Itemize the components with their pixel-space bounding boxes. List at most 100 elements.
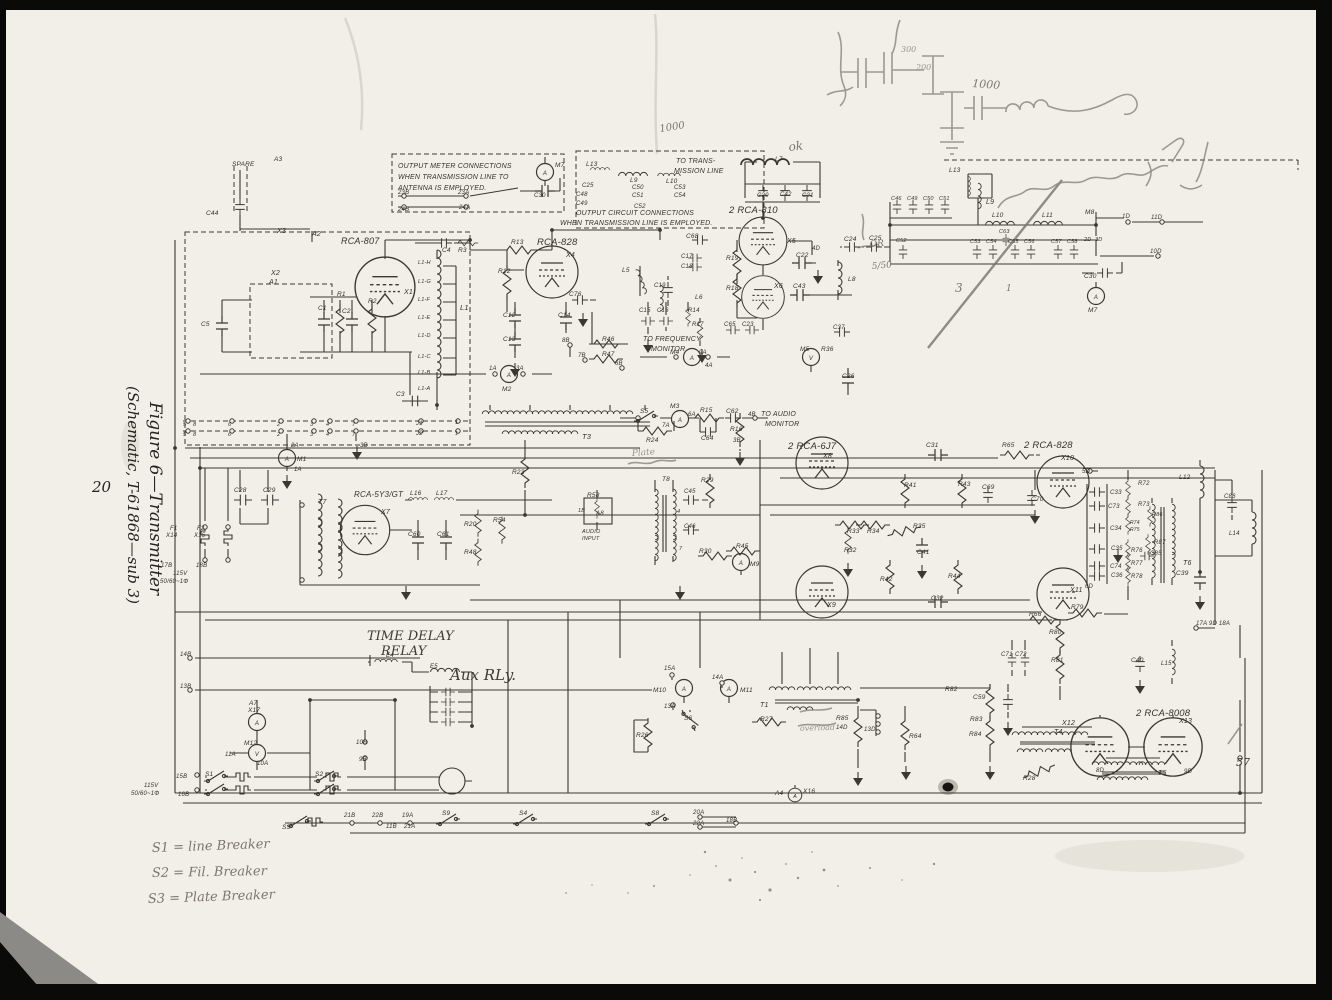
schematic-label: S1 bbox=[205, 771, 214, 778]
schematic-label: C18 bbox=[681, 264, 693, 270]
schematic-label: C23 bbox=[742, 322, 754, 328]
schematic-label: X10 bbox=[1060, 455, 1074, 462]
schematic-label: C45 bbox=[684, 489, 696, 495]
schematic-label: C33 bbox=[1110, 490, 1122, 496]
bottom-black-edge bbox=[0, 984, 1332, 1000]
schematic-label: C70 bbox=[1031, 496, 1044, 503]
schematic-label: 3A bbox=[516, 366, 524, 372]
schematic-label: C68 bbox=[686, 233, 699, 240]
schematic-label: R13 bbox=[511, 239, 524, 246]
schematic-label: TO AUDIO bbox=[761, 411, 796, 418]
schematic-label: A4 bbox=[774, 790, 784, 797]
schematic-label: T1 bbox=[760, 702, 769, 709]
schematic-label: ANTENNA IS EMPLOYED. bbox=[397, 185, 487, 192]
schematic-label: Plate bbox=[631, 447, 656, 459]
schematic-label: R73 bbox=[1138, 502, 1150, 508]
dot-symbol bbox=[550, 228, 554, 232]
schematic-label: 2A bbox=[290, 443, 299, 449]
schematic-label: S8 bbox=[651, 810, 660, 817]
dot-symbol bbox=[1094, 223, 1098, 227]
schematic-label: C51 bbox=[939, 196, 950, 202]
schematic-label: M7 bbox=[1088, 307, 1098, 314]
schematic-label: A bbox=[792, 794, 797, 800]
schematic-label: 6 bbox=[228, 432, 232, 438]
schematic-label: A bbox=[681, 687, 686, 693]
schematic-label: C19 bbox=[654, 283, 666, 289]
schematic-label: M5 bbox=[800, 346, 810, 353]
schematic-label: 4 bbox=[326, 432, 329, 438]
paper-blemishes bbox=[121, 13, 1245, 902]
schematic-label: 17A 9D 18A bbox=[1196, 621, 1230, 627]
figure-title-line2: (Schematic, T-61868—sub 3) bbox=[124, 386, 142, 604]
schematic-label: 16B bbox=[178, 792, 189, 798]
paper-sheet bbox=[6, 10, 1316, 984]
schematic-label: L17 bbox=[436, 490, 448, 497]
schematic-label: 9D bbox=[1184, 769, 1193, 775]
schematic-label: S2 = Fil. Breaker bbox=[152, 864, 268, 881]
schematic-label: L12 bbox=[1179, 474, 1191, 481]
schematic-label: X14 bbox=[165, 533, 178, 539]
schematic-label: C34 bbox=[1110, 526, 1122, 532]
term-symbol bbox=[202, 557, 208, 563]
schematic-label: R47 bbox=[602, 351, 615, 358]
schematic-label: C53 bbox=[674, 185, 686, 191]
schematic-label: 10D bbox=[1150, 249, 1162, 255]
schematic-label: C5 bbox=[201, 321, 210, 328]
schematic-label: C85 bbox=[1150, 551, 1162, 557]
schematic-label: 11A bbox=[225, 752, 236, 758]
schematic-label: 4 bbox=[326, 422, 329, 428]
schematic-label: C2 bbox=[342, 308, 351, 315]
schematic-label: C12 bbox=[503, 312, 516, 319]
schematic-label: C41 bbox=[917, 549, 930, 556]
dot-symbol bbox=[761, 216, 765, 220]
schematic-label: X13 bbox=[1178, 718, 1192, 725]
schematic-label: 4B bbox=[748, 412, 756, 418]
schematic-label: C50 bbox=[632, 185, 644, 191]
schematic-label: R19 bbox=[726, 255, 739, 262]
schematic-label: L15 bbox=[1161, 661, 1172, 667]
dot-symbol bbox=[856, 698, 860, 702]
schematic-label: R34 bbox=[867, 528, 880, 535]
schematic-label: C50 bbox=[923, 196, 934, 202]
schematic-label: R16 bbox=[730, 426, 743, 433]
schematic-label: R45 bbox=[736, 543, 749, 550]
schematic-label: 9B bbox=[359, 757, 367, 763]
schematic-label: MONITOR bbox=[651, 346, 685, 353]
schematic-label: L7 bbox=[775, 156, 783, 163]
schematic-label: C58 bbox=[1067, 239, 1078, 245]
schematic-label: 300 bbox=[901, 45, 916, 54]
schematic-label: 23A bbox=[457, 190, 469, 196]
schematic-label: L1 bbox=[460, 303, 469, 312]
schematic-label: C65 bbox=[724, 322, 736, 328]
schematic-label: 57 bbox=[1236, 756, 1250, 769]
schematic-label: R54 bbox=[493, 517, 506, 524]
schematic-label: R84 bbox=[969, 731, 982, 738]
term-symbol bbox=[299, 502, 305, 508]
schematic-label: C25 bbox=[869, 235, 882, 242]
schematic-label: R41 bbox=[904, 482, 917, 489]
schematic-label: 6 bbox=[228, 422, 232, 428]
dot-symbol bbox=[523, 513, 527, 517]
schematic-label: 2D bbox=[1083, 237, 1091, 243]
schematic-label: J1 bbox=[415, 421, 423, 427]
schematic-label: V bbox=[809, 356, 814, 362]
schematic-label: L10 bbox=[992, 212, 1004, 219]
schematic-label: X16 bbox=[802, 788, 815, 795]
schematic-label: A bbox=[254, 721, 259, 727]
schematic-label: R72 bbox=[1138, 481, 1150, 487]
term-symbol bbox=[194, 787, 200, 793]
schematic-label: 5 bbox=[183, 422, 187, 428]
term-symbol bbox=[1125, 219, 1131, 225]
schematic-label: 13D bbox=[864, 727, 876, 733]
schematic-label: R82 bbox=[945, 686, 958, 693]
schematic-label: A bbox=[738, 561, 743, 567]
schematic-label: TO TRANS- bbox=[676, 158, 716, 165]
term-symbol bbox=[185, 418, 191, 424]
schematic-label: L8 bbox=[848, 276, 856, 283]
term-symbol bbox=[719, 680, 725, 686]
schematic-label: 1D bbox=[1122, 214, 1131, 220]
schematic-label: 1A bbox=[489, 366, 497, 372]
schematic-label: T8 bbox=[662, 476, 670, 483]
schematic-label: C54 bbox=[986, 239, 997, 245]
